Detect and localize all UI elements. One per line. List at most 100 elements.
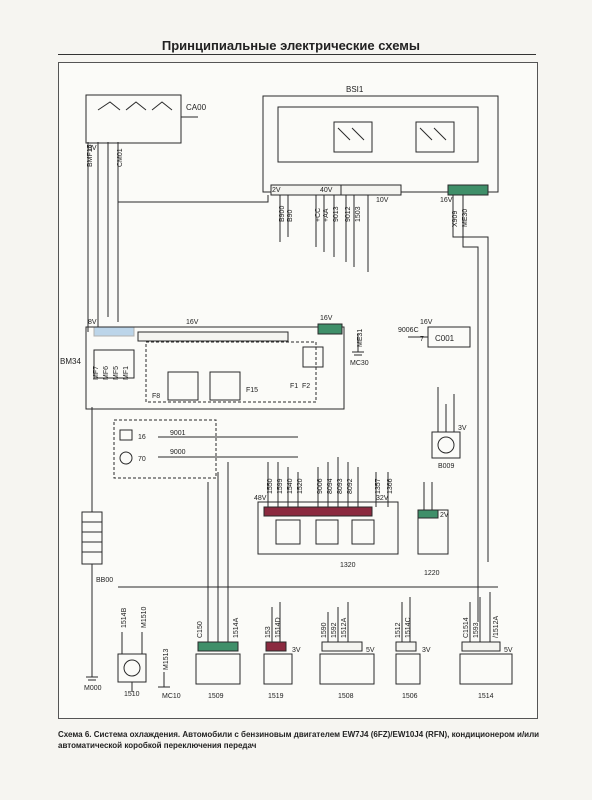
sensor-dashed-box <box>113 419 217 479</box>
voltage-label: 3V <box>458 425 467 432</box>
wire-label: 8094 <box>327 478 334 494</box>
wire-label: CM01 <box>117 148 124 167</box>
bb00-label: BB00 <box>96 577 113 584</box>
voltage-label: 40V <box>320 187 333 194</box>
c1510-label: 1510 <box>124 691 140 698</box>
voltage-label: 16V <box>186 319 199 326</box>
c001-label: C001 <box>435 334 455 343</box>
wire-label: /1512A <box>493 615 500 638</box>
wiring-diagram: CA00 BSI1 BM34 C001 MC30 B009 1320 1220 … <box>60 85 513 700</box>
c1506-label: 1506 <box>402 693 418 700</box>
voltage-label: 3V <box>292 647 301 654</box>
wire-label: 1357 <box>375 478 382 494</box>
b009-label: B009 <box>438 463 454 470</box>
wire-label: 1514C <box>405 617 412 638</box>
voltage-label: 8V <box>88 319 97 326</box>
wire-label: 1520 <box>297 478 304 494</box>
bsi1-label: BSI1 <box>346 85 364 94</box>
header-rule <box>58 54 536 55</box>
wire-label: ME30 <box>462 209 469 227</box>
wire-label: 1540 <box>287 478 294 494</box>
fuse-label: MF7 <box>93 366 100 380</box>
wire-label: B90 <box>287 209 294 222</box>
wire-label: 1514A <box>233 617 240 638</box>
voltage-label: 2V <box>272 187 281 194</box>
fuse-label: F8 <box>152 393 160 400</box>
voltage-label: 48V <box>254 495 267 502</box>
pin-label: 16 <box>138 434 146 441</box>
wire-label: 1550 <box>267 478 274 494</box>
voltage-label: 16V <box>440 197 453 204</box>
c1220-label: 1220 <box>424 570 440 577</box>
voltage-label: 3V <box>422 647 431 654</box>
c1509-label: 1509 <box>208 693 224 700</box>
c1508-box <box>319 653 375 685</box>
page-header: Принципиальные электрические схемы <box>0 0 592 60</box>
wire-label: 1503 <box>355 206 362 222</box>
wire-label: 1590 <box>321 622 328 638</box>
wire-label: X909 <box>452 211 459 227</box>
mc30-label: MC30 <box>350 360 369 367</box>
c1514-label: 1514 <box>478 693 494 700</box>
c1509-box <box>195 653 241 685</box>
wire-label: C1514 <box>463 617 470 638</box>
voltage-label: 16V <box>420 319 433 326</box>
wire-label: 9006 <box>317 478 324 494</box>
bm34-box <box>85 326 345 410</box>
wire-label: 1514D <box>275 617 282 638</box>
wire-label: M1513 <box>163 648 170 670</box>
wire-label: ME31 <box>357 329 364 347</box>
wire-label: 1599 <box>277 478 284 494</box>
ca00-label: CA00 <box>186 103 207 112</box>
wire-label: +CC <box>315 208 322 222</box>
c1510-box <box>117 653 147 683</box>
c1514-box <box>459 653 513 685</box>
bb00-battery <box>81 511 103 565</box>
wire-label: 1512 <box>395 622 402 638</box>
voltage-label: 10V <box>376 197 389 204</box>
mc10-label: MC10 <box>162 693 181 700</box>
ca00-box <box>85 94 182 144</box>
pin-label: 70 <box>138 456 146 463</box>
diagram-frame <box>58 62 538 719</box>
wire-label: +AA <box>323 208 330 222</box>
wire-label: 9000 <box>170 449 186 456</box>
wire-label: 1592 <box>331 622 338 638</box>
fuse-label: F2 <box>302 383 310 390</box>
voltage-label: 16V <box>320 315 333 322</box>
page-title: Принципиальные электрические схемы <box>161 38 420 53</box>
wire-label: 1512A <box>341 617 348 638</box>
wire-label: C150 <box>197 621 204 638</box>
wire-label: B900 <box>279 206 286 222</box>
voltage-label: 5V <box>504 647 513 654</box>
bm34-green-connector <box>317 323 343 335</box>
c1506-box <box>395 653 421 685</box>
wire-label: BMF15 <box>87 144 94 167</box>
c1320-label: 1320 <box>340 562 356 569</box>
wire-label: 9012 <box>345 206 352 222</box>
c1519-box <box>263 653 293 685</box>
bsi1-green-connector <box>447 184 489 196</box>
fuse-label: MF5 <box>113 366 120 380</box>
wire-label: 8093 <box>337 478 344 494</box>
wire-label: M1510 <box>141 606 148 628</box>
pin-label: 7 <box>420 336 424 343</box>
wire-label: 1593 <box>473 622 480 638</box>
wire-label: 153 <box>265 626 272 638</box>
wire-label: 1366 <box>387 478 394 494</box>
wire-label: 1514B <box>121 607 128 628</box>
bsi1-box <box>262 95 499 193</box>
wire-label: 9001 <box>170 430 186 437</box>
bm34-label: BM34 <box>60 357 81 366</box>
fuse-label: F15 <box>246 387 258 394</box>
wire-label: 9013 <box>333 206 340 222</box>
c1519-label: 1519 <box>268 693 284 700</box>
c1508-label: 1508 <box>338 693 354 700</box>
fuse-label: MF6 <box>103 366 110 380</box>
voltage-label: 3V <box>88 145 97 152</box>
fuse-label: F1 <box>290 383 298 390</box>
voltage-label: 2V <box>440 512 449 519</box>
figure-caption: Схема 6. Система охлаждения. Автомобили … <box>58 730 540 750</box>
fuse-label: MF1 <box>123 366 130 380</box>
m000-label: M000 <box>84 685 102 692</box>
